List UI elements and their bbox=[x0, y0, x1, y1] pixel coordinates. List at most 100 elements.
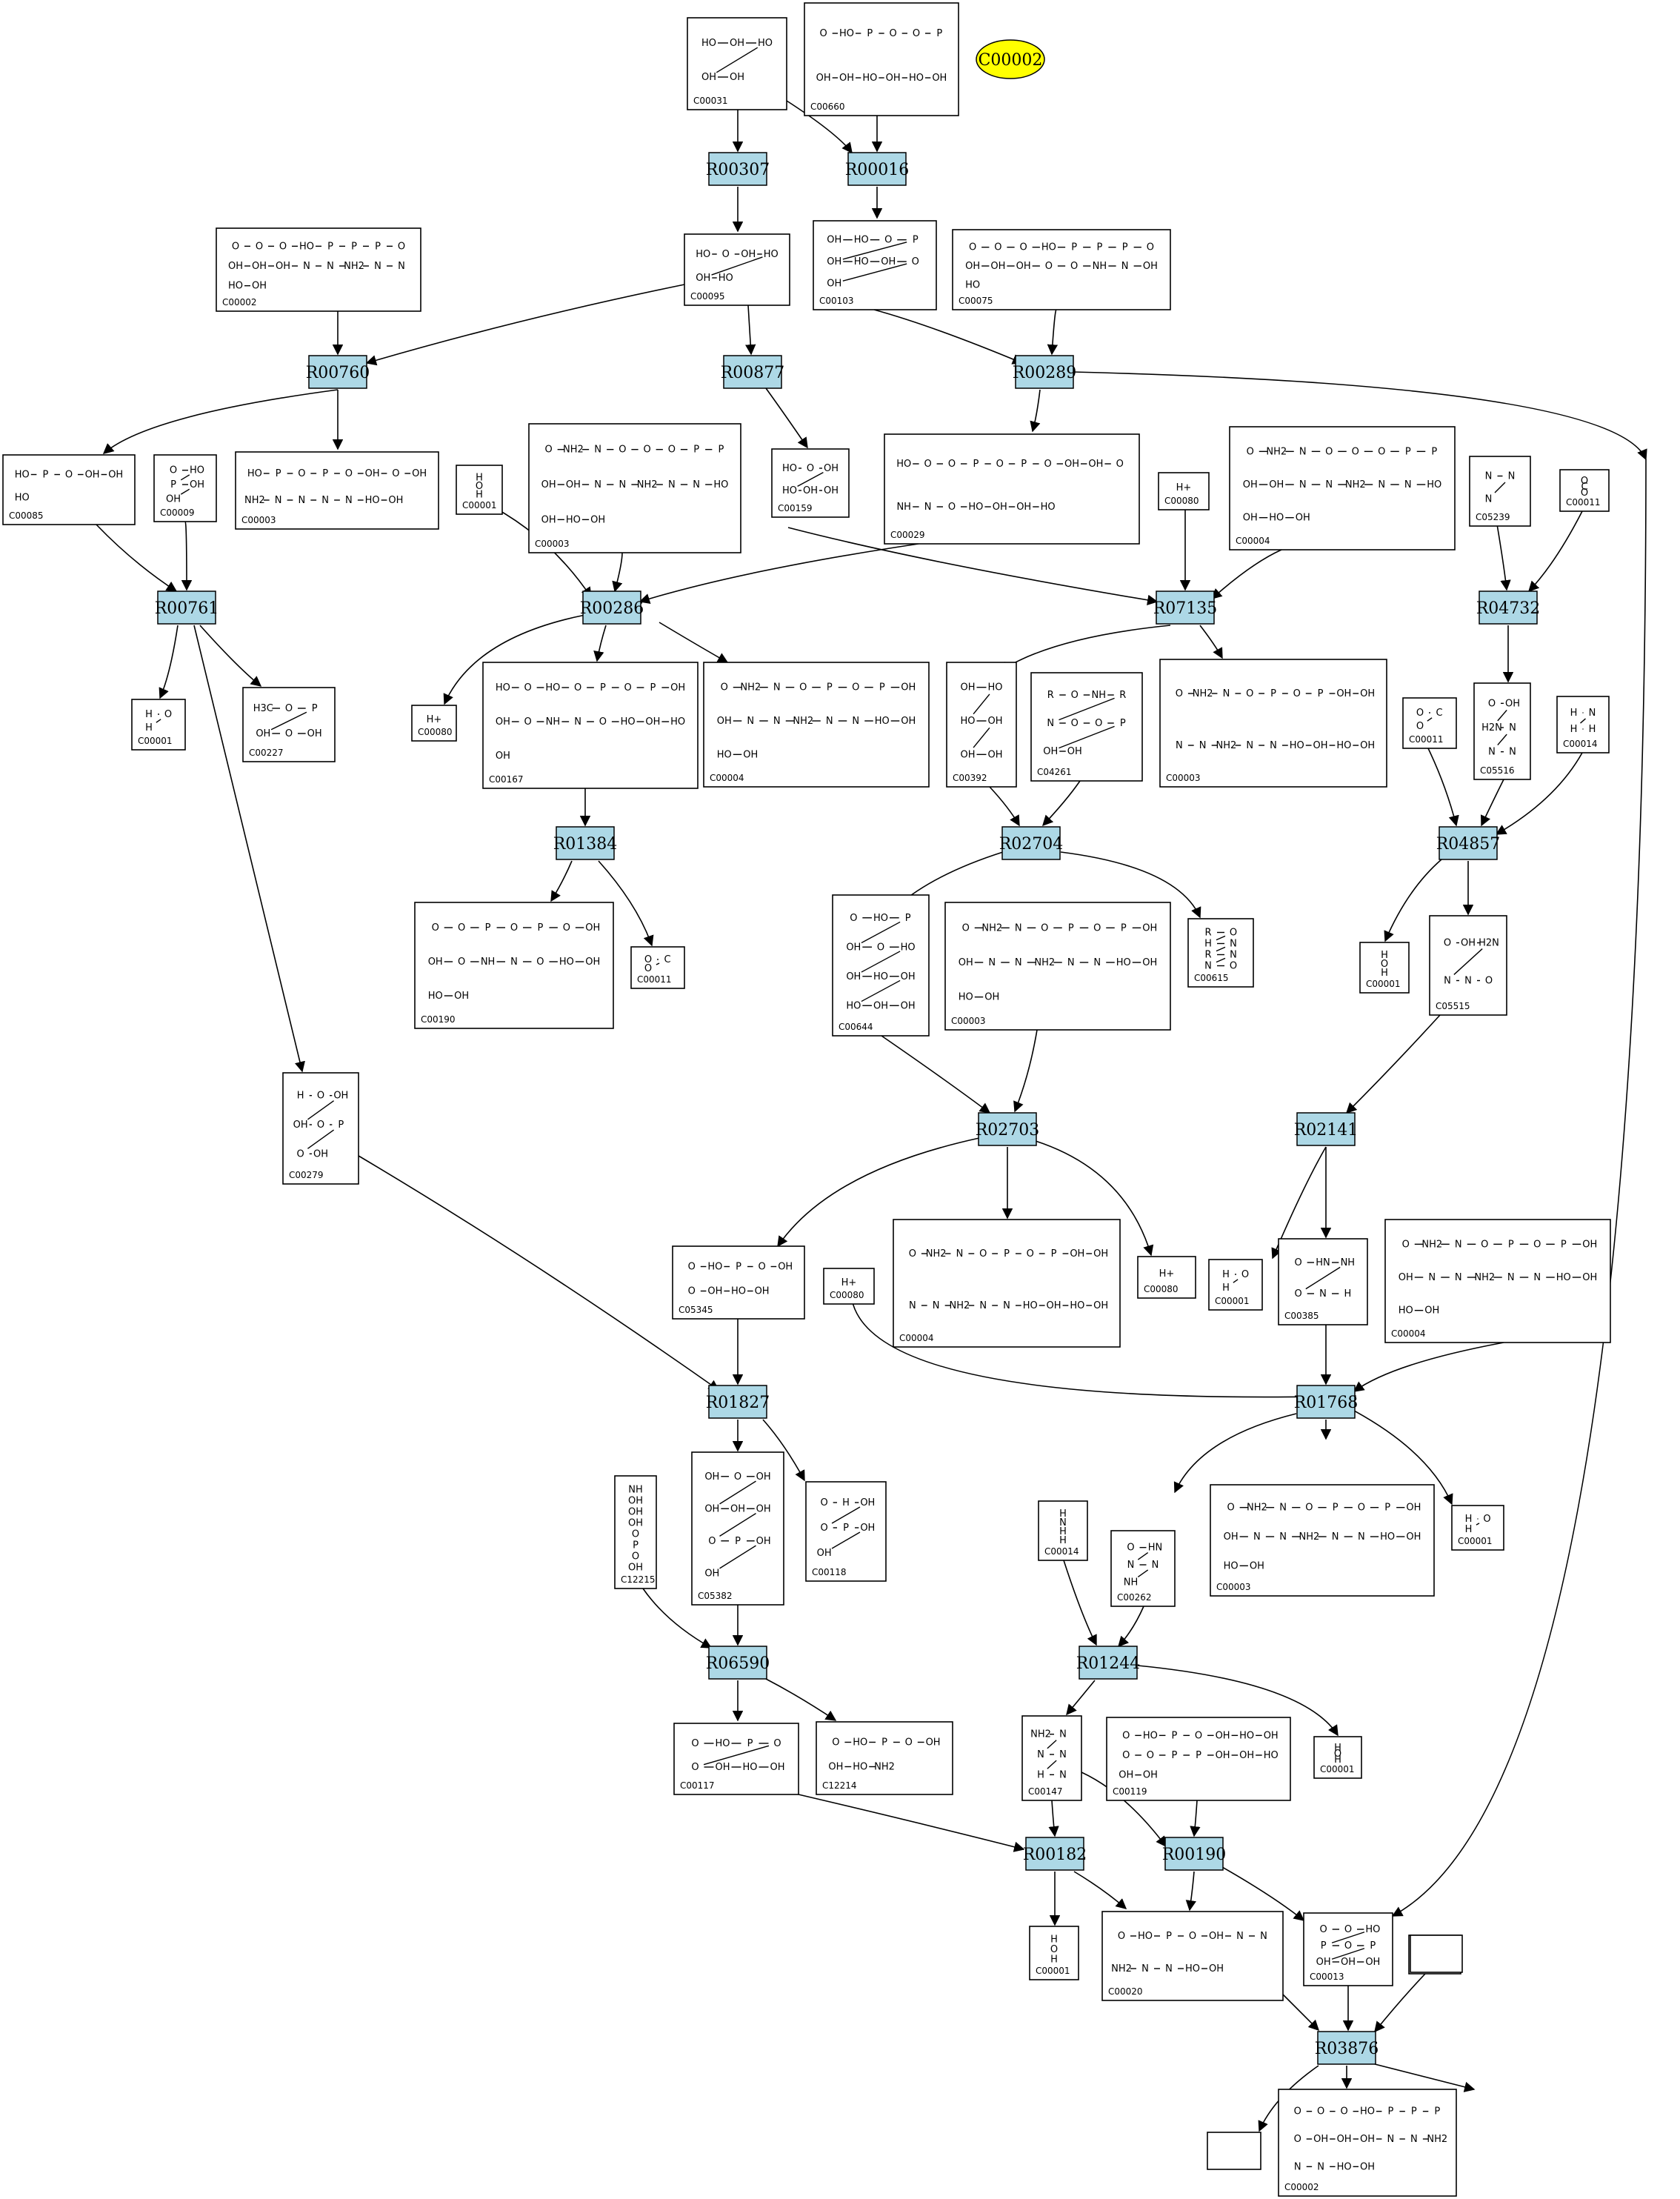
reaction-node[interactable]: R02141 bbox=[1294, 1112, 1359, 1146]
compound-box[interactable] bbox=[1473, 682, 1531, 780]
compound-box[interactable] bbox=[1556, 696, 1610, 753]
compound-box[interactable] bbox=[1038, 1500, 1088, 1561]
reaction-box[interactable] bbox=[978, 1112, 1037, 1146]
highlight-ellipse[interactable] bbox=[976, 39, 1045, 79]
reaction-node[interactable]: R03876 bbox=[1315, 2031, 1379, 2065]
reaction-box[interactable] bbox=[708, 1646, 767, 1680]
reaction-box[interactable] bbox=[708, 152, 767, 186]
compound-box[interactable] bbox=[1451, 1505, 1504, 1551]
compound-box[interactable] bbox=[813, 220, 937, 310]
reaction-node[interactable]: R00190 bbox=[1162, 1837, 1227, 1871]
compound-box[interactable] bbox=[893, 1219, 1121, 1348]
compound-box[interactable] bbox=[1210, 1484, 1435, 1597]
compound-box[interactable] bbox=[528, 423, 741, 553]
compound-box[interactable] bbox=[216, 227, 421, 312]
reaction-box[interactable] bbox=[723, 355, 782, 389]
compound-box[interactable] bbox=[805, 1481, 887, 1582]
compound-box[interactable] bbox=[1021, 1715, 1082, 1801]
compound-node[interactable]: H+C00080 bbox=[823, 1268, 875, 1305]
compound-box[interactable] bbox=[703, 662, 930, 788]
reaction-node[interactable]: R00016 bbox=[845, 152, 910, 186]
reaction-node[interactable]: R01768 bbox=[1294, 1385, 1359, 1419]
compound-box[interactable] bbox=[131, 699, 186, 751]
compound-box[interactable] bbox=[946, 662, 1017, 788]
compound-box[interactable] bbox=[1029, 1926, 1079, 1980]
compound-box[interactable] bbox=[630, 946, 685, 989]
compound-box[interactable] bbox=[684, 233, 790, 306]
compound-box[interactable] bbox=[823, 1268, 875, 1305]
reaction-node[interactable]: R01244 bbox=[1076, 1646, 1141, 1680]
compound-box[interactable] bbox=[1159, 659, 1387, 788]
compound-box[interactable] bbox=[816, 1721, 953, 1795]
compound-node[interactable]: H+C00080 bbox=[411, 705, 457, 742]
reaction-node[interactable]: R00307 bbox=[706, 152, 770, 186]
reaction-box[interactable] bbox=[308, 355, 367, 389]
reaction-box[interactable] bbox=[1439, 826, 1498, 860]
compound-node[interactable]: H+C00080 bbox=[1158, 472, 1210, 510]
reaction-node[interactable]: R02704 bbox=[999, 826, 1064, 860]
reaction-box[interactable] bbox=[1317, 2031, 1376, 2065]
compound-box[interactable] bbox=[1359, 942, 1410, 994]
reaction-node[interactable]: R00877 bbox=[721, 355, 785, 389]
reaction-box[interactable] bbox=[157, 590, 216, 625]
compound-box[interactable] bbox=[771, 448, 850, 518]
reaction-box[interactable] bbox=[1156, 590, 1215, 625]
compound-box[interactable] bbox=[1106, 1717, 1291, 1801]
compound-box[interactable] bbox=[1229, 426, 1456, 550]
compound-box[interactable] bbox=[235, 451, 439, 530]
compound-box[interactable] bbox=[1030, 672, 1143, 782]
compound-box[interactable] bbox=[1187, 918, 1254, 988]
compound-box[interactable] bbox=[1278, 1238, 1368, 1325]
compound-box[interactable] bbox=[1110, 1530, 1176, 1607]
reaction-box[interactable] bbox=[1479, 590, 1538, 625]
compound-box[interactable] bbox=[282, 1072, 359, 1185]
compound-box[interactable] bbox=[1278, 2089, 1457, 2197]
compound-box[interactable] bbox=[1429, 915, 1507, 1016]
reaction-node[interactable]: R04857 bbox=[1436, 826, 1501, 860]
compound-box[interactable] bbox=[1402, 697, 1457, 749]
compound-box[interactable] bbox=[1469, 456, 1531, 527]
compound-box[interactable] bbox=[884, 433, 1140, 545]
reaction-node[interactable]: R06590 bbox=[706, 1646, 770, 1680]
reaction-box[interactable] bbox=[1296, 1385, 1356, 1419]
reaction-box[interactable] bbox=[582, 590, 641, 625]
compound-box[interactable] bbox=[672, 1245, 805, 1320]
reaction-box[interactable] bbox=[1015, 355, 1074, 389]
reaction-node[interactable]: R01827 bbox=[706, 1385, 770, 1419]
